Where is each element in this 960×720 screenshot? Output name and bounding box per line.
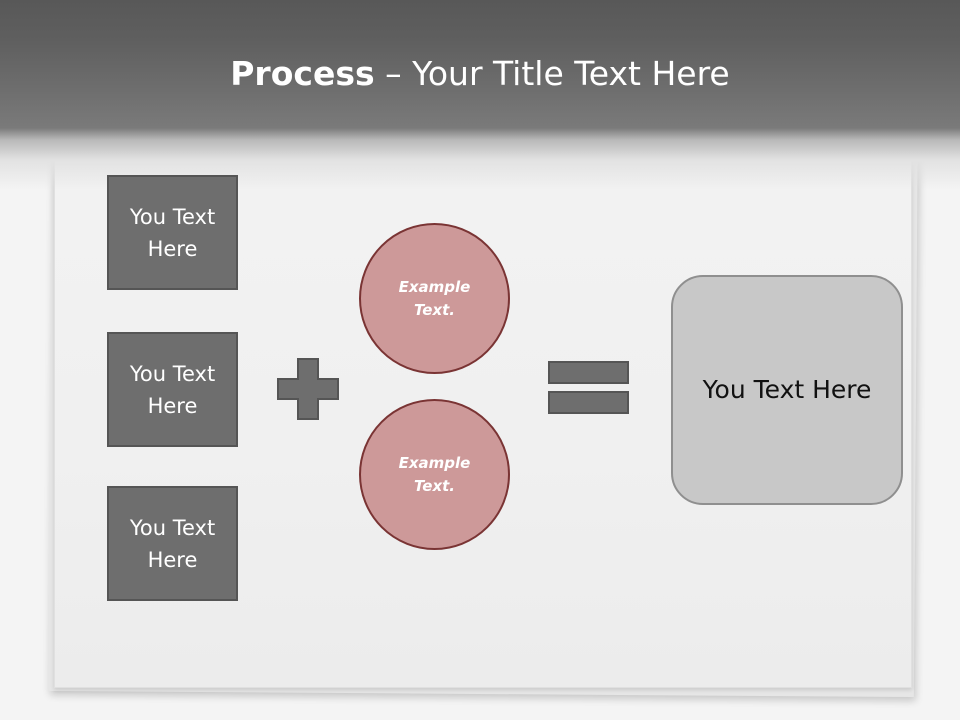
input-box-1: You Text Here — [107, 175, 238, 290]
circle-label: Example Text. — [398, 277, 471, 319]
title-rest: – Your Title Text Here — [374, 54, 730, 93]
result-box-label: You Text Here — [702, 375, 872, 404]
title-bold: Process — [230, 54, 375, 93]
input-box-2: You Text Here — [107, 332, 238, 447]
equals-icon — [548, 361, 629, 414]
example-circle-1: Example Text. — [359, 223, 510, 374]
example-circle-2: Example Text. — [359, 399, 510, 550]
input-box-label: You Text Here — [129, 515, 216, 572]
plus-icon — [277, 358, 339, 420]
input-box-label: You Text Here — [129, 204, 216, 261]
slide-title: Process – Your Title Text Here — [0, 52, 960, 96]
result-box: You Text Here — [671, 275, 903, 505]
input-box-label: You Text Here — [129, 361, 216, 418]
title-bar — [0, 0, 960, 190]
circle-label: Example Text. — [398, 453, 471, 495]
input-box-3: You Text Here — [107, 486, 238, 601]
